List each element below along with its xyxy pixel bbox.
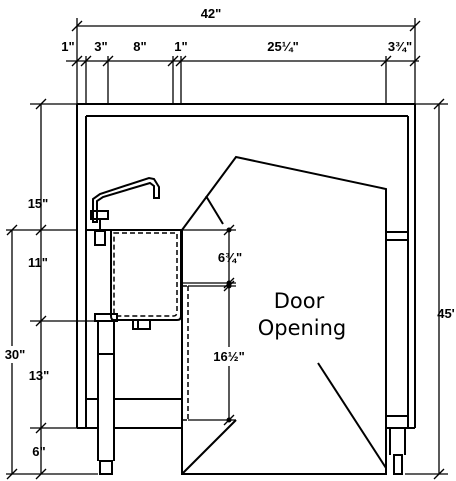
left-leg (94, 313, 118, 475)
basin-depth-label: 6¾" (218, 250, 242, 265)
door-height-label: 16½" (213, 349, 244, 364)
overall-height-label: 45' (437, 306, 455, 321)
dim-top-1: 1" (61, 39, 74, 54)
cabinet-body (76, 103, 416, 429)
basin-depth-dimension: 6¾" (181, 224, 242, 289)
door-height-dimension: 16½" (188, 280, 247, 426)
faucet (90, 176, 160, 246)
segment-width-dimensions: 1" 3" 8" 1" 25¼" 3¾" (61, 39, 421, 104)
overall-width-dimension: 42" (71, 6, 421, 104)
dim-left-total: 30" (5, 347, 26, 362)
overall-width-label: 42" (201, 6, 222, 21)
dim-top-3: 8" (133, 39, 146, 54)
dim-left-2: 11" (28, 255, 48, 270)
door-opening: Door Opening (181, 155, 387, 475)
dim-top-2: 3" (94, 39, 107, 54)
right-leg (389, 428, 406, 475)
left-total-dimension: 30" (2, 224, 28, 480)
dim-left-4: 6" (32, 444, 45, 459)
door-label-line1: Door (274, 289, 325, 313)
door-label-line2: Opening (258, 316, 347, 340)
dim-top-4: 1" (174, 39, 187, 54)
dim-top-5: 25¼" (267, 39, 298, 54)
dim-left-3: 13" (29, 368, 50, 383)
overall-height-dimension: 45' (405, 98, 455, 480)
dim-top-6: 3¾" (388, 39, 412, 54)
dim-left-1: 15" (28, 196, 49, 211)
left-height-dimensions: 15" 11" 13" 6" (6, 98, 98, 480)
sink-basin (110, 229, 182, 330)
